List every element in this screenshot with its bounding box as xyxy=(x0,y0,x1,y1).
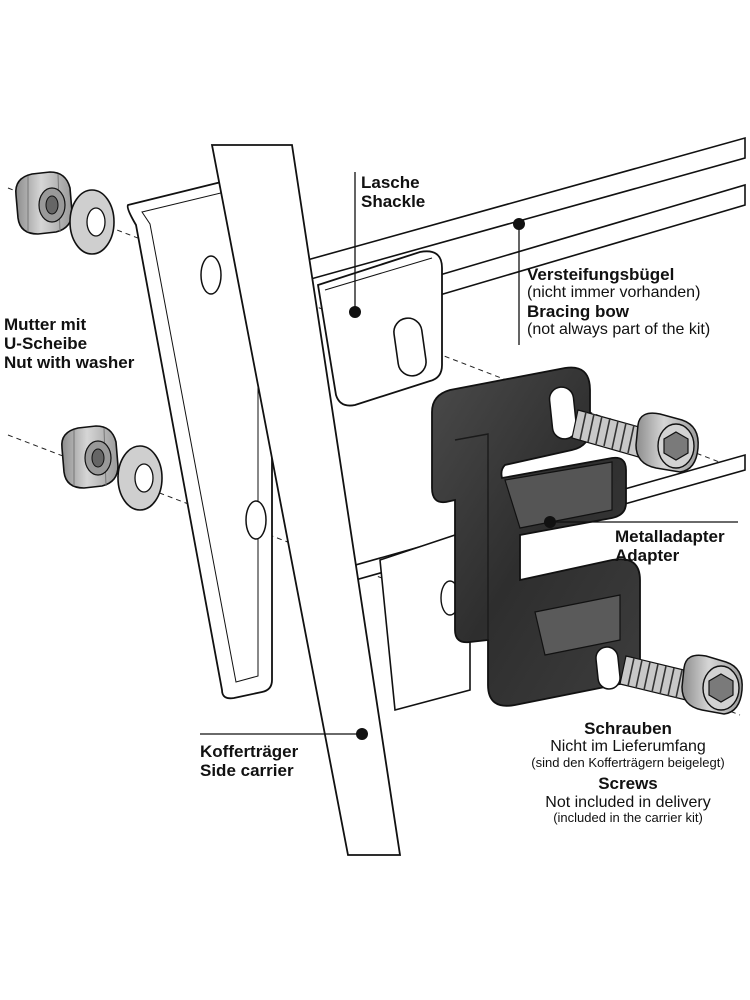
label-nut-line1: Mutter mit xyxy=(4,315,87,334)
screw-top xyxy=(571,409,699,473)
shackle-slot xyxy=(393,317,427,377)
label-screws-line4: Screws xyxy=(598,774,658,794)
label-bracing-bow: Versteifungsbügel (nicht immer vorhanden… xyxy=(527,265,710,339)
plate-hole-bottom xyxy=(245,500,267,540)
label-carrier-line2: Side carrier xyxy=(200,761,294,781)
nut-bottom xyxy=(61,425,119,489)
metal-adapter xyxy=(431,366,641,707)
plate-hole-top xyxy=(200,255,222,295)
washer-top xyxy=(69,189,115,255)
label-screws-line2: Nicht im Lieferumfang xyxy=(550,738,706,756)
label-nut-line2: U-Scheibe xyxy=(4,334,88,354)
label-shackle: Lasche Shackle xyxy=(361,173,425,211)
label-adapter: Metalladapter Adapter xyxy=(615,527,725,565)
side-carrier-bar xyxy=(210,144,402,856)
label-screws-line6: (included in the carrier kit) xyxy=(553,810,703,826)
label-screws-line1: Schrauben xyxy=(584,719,672,738)
leader-dots xyxy=(349,218,556,740)
label-screws-line3: (sind den Kofferträgern beigelegt) xyxy=(531,754,725,770)
label-carrier-line1: Kofferträger xyxy=(200,742,299,761)
label-adapter-line2: Adapter xyxy=(615,546,680,566)
label-bracing-line1: Versteifungsbügel xyxy=(527,265,675,284)
adapter-slot-top xyxy=(548,386,578,440)
screw-bottom xyxy=(619,654,743,715)
label-side-carrier: Kofferträger Side carrier xyxy=(200,742,298,780)
label-nut-washer: Mutter mit U-Scheibe Nut with washer xyxy=(4,315,134,372)
label-shackle-line2: Shackle xyxy=(361,192,426,212)
label-bracing-line3: Bracing bow xyxy=(527,301,630,321)
label-bracing-line2: (nicht immer vorhanden) xyxy=(527,284,701,302)
label-adapter-line1: Metalladapter xyxy=(615,527,725,546)
nut-top xyxy=(15,171,73,235)
label-screws: Schrauben Nicht im Lieferumfang (sind de… xyxy=(508,719,748,826)
label-screws-line5: Not included in delivery xyxy=(545,793,711,811)
label-bracing-line4: (not always part of the kit) xyxy=(527,320,711,338)
label-nut-line3: Nut with washer xyxy=(4,353,135,373)
leader-lines xyxy=(200,172,738,735)
label-shackle-line1: Lasche xyxy=(361,173,420,192)
washer-bottom xyxy=(117,445,163,511)
shackle-part xyxy=(316,250,443,407)
back-plate xyxy=(126,170,273,700)
adapter-slot-bottom xyxy=(595,646,621,690)
